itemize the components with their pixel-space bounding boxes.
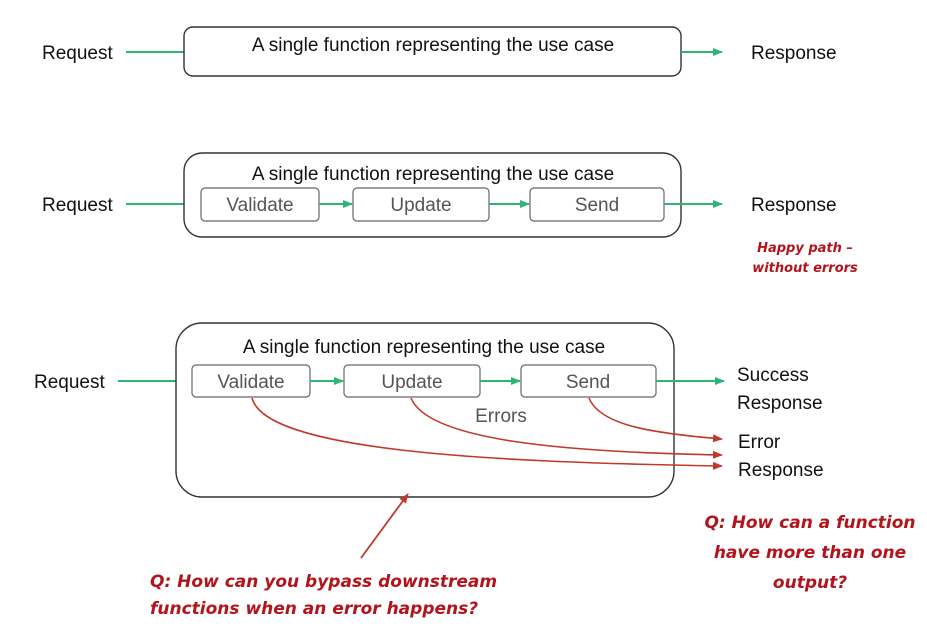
bypass-question-line1: Q: How can you bypass downstream <box>150 572 497 592</box>
d3-step-update-label: Update <box>381 372 442 393</box>
d3-function-label: A single function representing the use c… <box>243 337 605 358</box>
d2-function-label: A single function representing the use c… <box>252 164 614 185</box>
d2-step-validate-label: Validate <box>226 195 293 216</box>
d3-error-curve-update <box>410 397 723 459</box>
output-question-line2: have more than one <box>714 543 906 563</box>
d3-error-curve-send <box>588 397 723 443</box>
d2-request-label: Request <box>42 195 113 216</box>
d3-success-line1: Success <box>737 365 809 386</box>
output-question-line3: output? <box>773 573 847 593</box>
diagram-2: Request A single function representing t… <box>42 152 858 276</box>
d2-step-update-label: Update <box>390 195 451 216</box>
d3-request-label: Request <box>34 372 105 393</box>
d3-errors-label: Errors <box>475 406 527 427</box>
d3-error-line2: Response <box>738 460 824 481</box>
d3-error-line1: Error <box>738 432 781 453</box>
d3-success-line2: Response <box>737 393 823 414</box>
d1-request-label: Request <box>42 43 113 64</box>
d3-step-validate-label: Validate <box>217 372 284 393</box>
d2-step-send-label: Send <box>575 195 619 216</box>
d1-function-label: A single function representing the use c… <box>252 35 614 56</box>
bypass-question-line2: functions when an error happens? <box>150 599 478 619</box>
happy-path-note-line2: without errors <box>752 261 858 276</box>
diagram-3: Request A single function representing t… <box>34 322 824 498</box>
d1-response-label: Response <box>751 43 837 64</box>
diagram-1: Request A single function representing t… <box>42 26 837 77</box>
d2-response-label: Response <box>751 195 837 216</box>
happy-path-note-line1: Happy path – <box>757 241 853 256</box>
d3-error-curve-validate <box>251 397 723 470</box>
output-question-line1: Q: How can a function <box>704 513 915 533</box>
d3-step-send-label: Send <box>566 372 610 393</box>
bypass-question-arrow <box>360 493 409 559</box>
annotations: Q: How can you bypass downstream functio… <box>150 493 916 619</box>
